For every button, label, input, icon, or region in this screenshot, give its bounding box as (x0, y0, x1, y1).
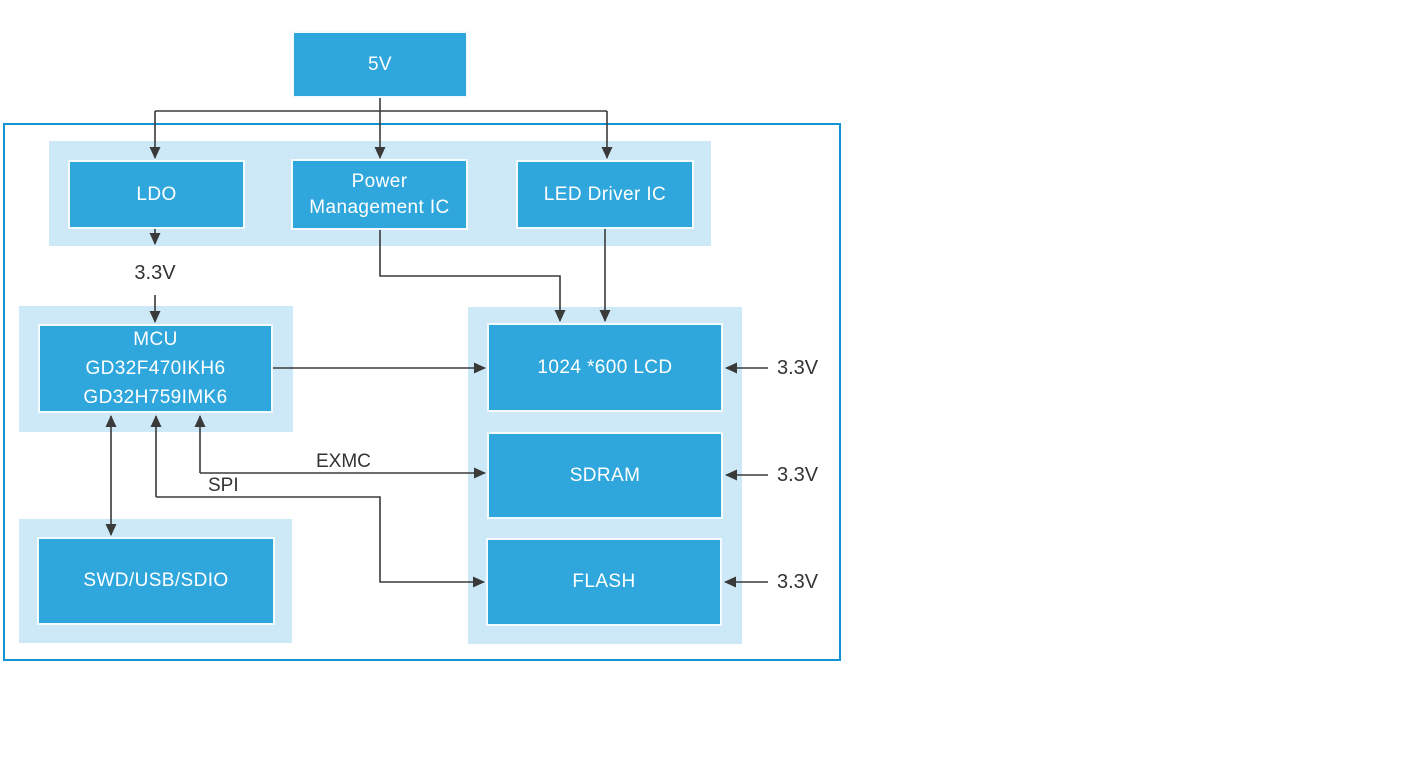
node-lcd: 1024 *600 LCD (487, 323, 723, 412)
node-flash: FLASH (486, 538, 722, 626)
label-3v3-ldo-output: 3.3V (134, 262, 176, 284)
node-led-driver-ic: LED Driver IC (516, 160, 694, 229)
sdram-label: SDRAM (569, 464, 641, 486)
lcd-label: 1024 *600 LCD (537, 356, 673, 378)
node-swd-usb-sdio: SWD/USB/SDIO (37, 537, 275, 625)
label-spi-bus: SPI (208, 475, 239, 496)
mcu-label-line3: GD32H759IMK6 (83, 387, 228, 408)
node-sdram: SDRAM (487, 432, 723, 519)
led-driver-label: LED Driver IC (543, 183, 667, 205)
mcu-label-line1: MCU (133, 329, 178, 350)
node-power-management-ic: Power Management IC (291, 159, 468, 230)
mcu-label-line2: GD32F470IKH6 (85, 358, 226, 379)
label-3v3-sdram: 3.3V (777, 464, 819, 486)
swd-label: SWD/USB/SDIO (83, 570, 229, 591)
flash-label: FLASH (572, 571, 636, 592)
node-ldo-label: LDO (136, 183, 177, 205)
node-5v-label: 5V (367, 53, 393, 75)
label-3v3-flash: 3.3V (777, 571, 819, 593)
node-5v-supply: 5V (292, 31, 468, 98)
node-ldo: LDO (68, 160, 245, 229)
pmic-label-line1: Power (351, 170, 408, 192)
label-exmc-bus: EXMC (316, 451, 371, 472)
board-frame (3, 123, 841, 661)
node-mcu: MCU GD32F470IKH6 GD32H759IMK6 (38, 324, 273, 413)
label-3v3-lcd: 3.3V (777, 357, 819, 379)
pmic-label-line2: Management IC (309, 196, 450, 218)
